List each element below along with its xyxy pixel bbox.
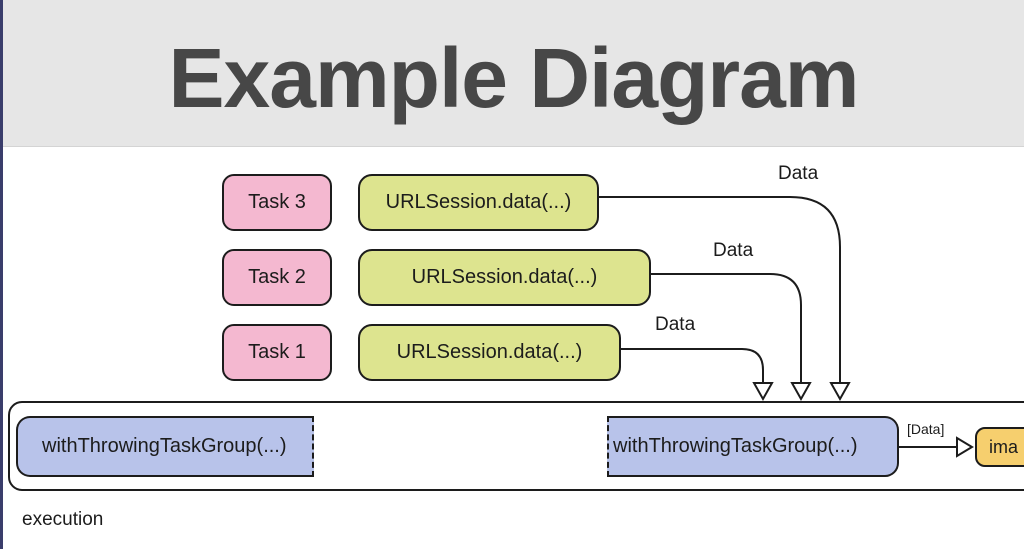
title-band: Example Diagram [3, 0, 1024, 147]
data-label-task-2: Data [713, 240, 754, 261]
left-edge-bar [0, 0, 3, 549]
urlsession-box-task-1: URLSession.data(...) [358, 324, 621, 381]
data-label-task-1: Data [655, 314, 696, 335]
task-group-frame [8, 401, 1024, 491]
data-label-task-3: Data [778, 163, 819, 184]
arrow-task-3-data [599, 196, 841, 383]
task-1-box: Task 1 [222, 324, 332, 381]
arrow-task-1-data [621, 348, 764, 383]
arrowhead-task-1 [752, 382, 774, 402]
task-3-box: Task 3 [222, 174, 332, 231]
page-title: Example Diagram [168, 31, 860, 125]
execution-label: execution [22, 509, 104, 530]
arrow-task-2-data [651, 273, 802, 383]
task-group-start-box: withThrowingTaskGroup(...) [16, 416, 314, 477]
task-group-end-box: withThrowingTaskGroup(...) [607, 416, 899, 477]
urlsession-box-task-3: URLSession.data(...) [358, 174, 599, 231]
urlsession-box-task-2: URLSession.data(...) [358, 249, 651, 306]
arrowhead-group-output [956, 436, 974, 458]
task-2-box: Task 2 [222, 249, 332, 306]
arrowhead-task-3 [829, 382, 851, 402]
arrowhead-task-2 [790, 382, 812, 402]
output-data-label: [Data] [907, 421, 945, 437]
next-step-box: ima [975, 427, 1024, 467]
